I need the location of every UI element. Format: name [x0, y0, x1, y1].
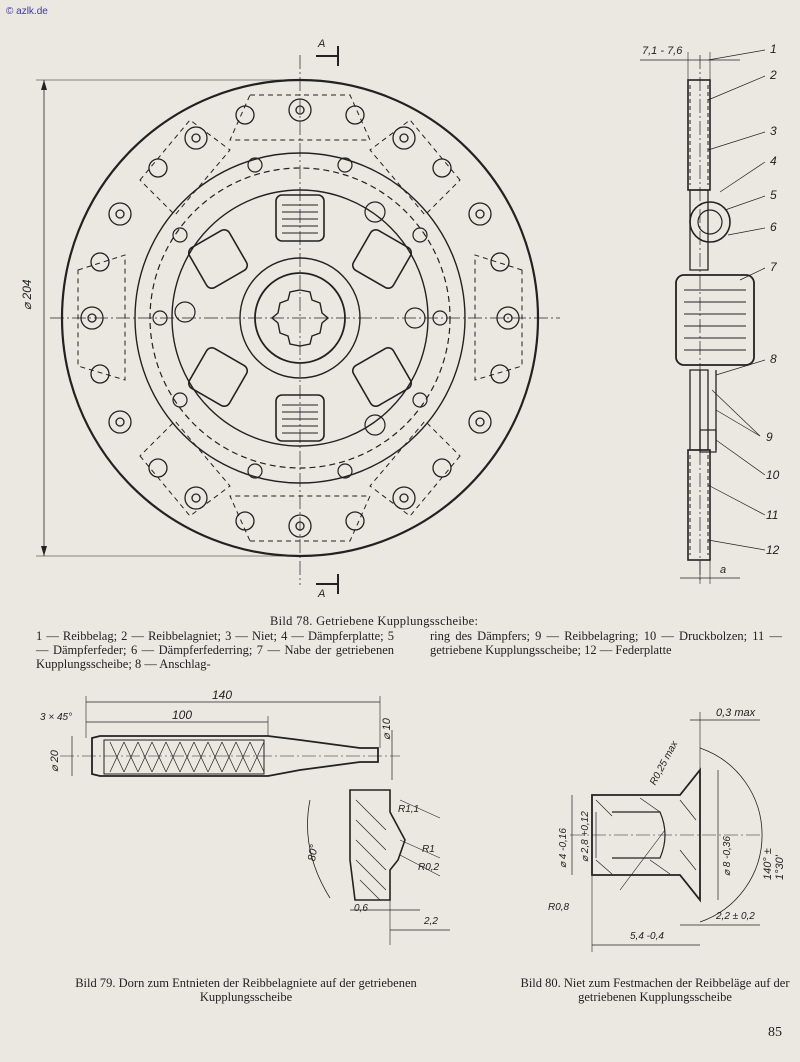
callout-7: 7	[770, 260, 777, 274]
dim-r02: R0,2	[418, 862, 440, 873]
dim-total: 140	[212, 688, 233, 702]
callout-6: 6	[770, 220, 777, 234]
dim-54: 5,4 -0,4	[630, 931, 664, 942]
dim-r11: R1,1	[398, 804, 420, 815]
dim-r1: R1	[422, 844, 435, 855]
clutch-disc-front-view	[36, 46, 560, 594]
thickness-label: 7,1 - 7,6	[642, 45, 683, 57]
callout-10: 10	[766, 468, 780, 482]
callout-4: 4	[770, 154, 777, 168]
callout-12: 12	[766, 543, 780, 557]
figure78-legend-right: ring des Dämpfers; 9 — Reibbelagring; 10…	[430, 629, 782, 657]
figure80-caption: Bild 80. Niet zum Festmachen der Reibbel…	[520, 976, 790, 1004]
watermark: © azlk.de	[6, 6, 48, 17]
dim-dia20: ⌀ 20	[49, 750, 61, 772]
diameter-label: ⌀ 204	[20, 279, 34, 310]
dim-06: 0,6	[354, 903, 368, 914]
dim-dia10: ⌀ 10	[381, 718, 393, 740]
mandrel-drawing	[60, 696, 450, 945]
dim-22-02: 2,2 ± 0,2	[716, 911, 755, 922]
callout-2: 2	[770, 68, 777, 82]
figure78-title: Bild 78. Getriebene Kupplungsscheibe:	[270, 614, 479, 628]
gap-label: a	[720, 564, 727, 576]
dim-r08: R0,8	[548, 902, 570, 913]
figure78-legend-left: 1 — Reibbelag; 2 — Reibbelagniet; 3 — Ni…	[36, 629, 394, 671]
callout-3: 3	[770, 124, 777, 138]
callout-5: 5	[770, 188, 777, 202]
section-label-bottom: A	[318, 588, 326, 600]
page-number: 85	[768, 1025, 782, 1040]
dim-d8: ⌀ 8 -0,36	[722, 836, 733, 876]
dim-max03: 0,3 max	[716, 707, 756, 719]
callout-11: 11	[766, 508, 779, 522]
section-label-top: A	[318, 38, 326, 50]
dim-d4: ⌀ 4 -0,16	[558, 828, 569, 868]
callout-8: 8	[770, 352, 777, 366]
callout-9: 9	[766, 430, 773, 444]
dim-22: 2,2	[424, 916, 438, 927]
clutch-disc-side-section	[640, 49, 766, 584]
dim-chamfer: 3 × 45°	[40, 712, 73, 723]
callout-1: 1	[770, 42, 777, 56]
dim-angle-140: 140° ± 1°30'	[762, 848, 786, 880]
dim-d28: ⌀ 2,8 +0,12	[580, 811, 591, 862]
figure79-caption: Bild 79. Dorn zum Entnieten der Reibbela…	[75, 976, 417, 1004]
rivet-drawing	[570, 712, 763, 952]
dim-knurl: 100	[172, 708, 193, 722]
